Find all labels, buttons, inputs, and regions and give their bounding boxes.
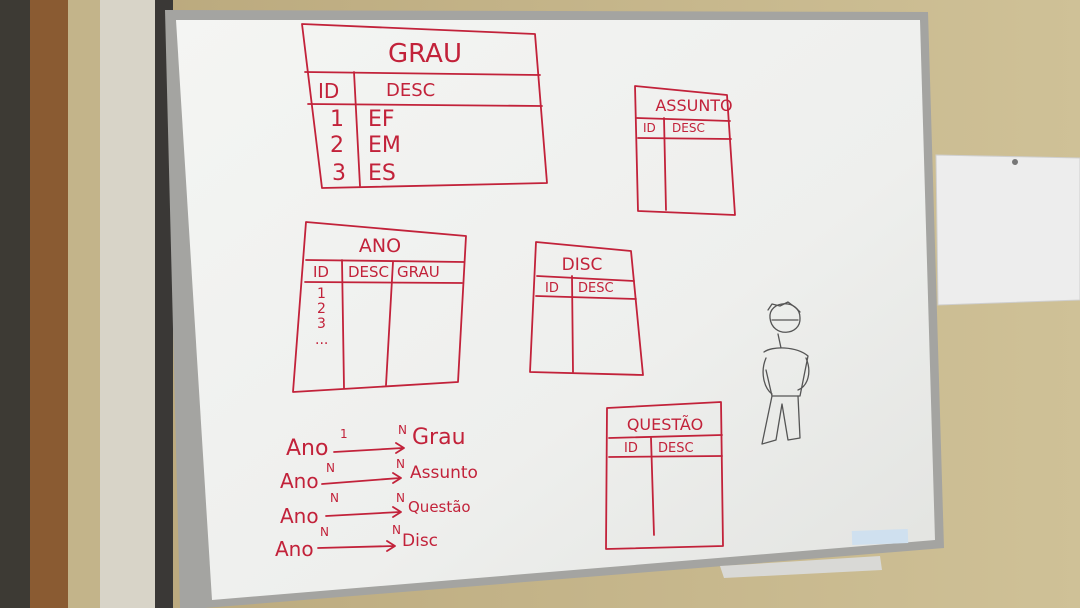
relation-3-from: Ano — [280, 504, 319, 528]
grau-row-2-desc: EM — [368, 133, 401, 158]
grau-col-desc: DESC — [386, 80, 435, 101]
table-questao: QUESTÃO ID DESC — [605, 401, 724, 550]
relation-3-to: Questão — [408, 498, 471, 516]
pillar — [100, 0, 160, 608]
ano-id-more: ... — [315, 332, 328, 348]
questao-col-id: ID — [624, 441, 638, 456]
relation-4-from-card: N — [320, 525, 329, 539]
pin — [1012, 159, 1018, 165]
relation-4-from: Ano — [275, 537, 314, 561]
person-doodle — [761, 301, 810, 445]
grau-row-1-id: 1 — [330, 107, 344, 132]
table-disc: DISC ID DESC — [529, 241, 644, 376]
grau-col-id: ID — [318, 79, 339, 103]
relation-2-to: Assunto — [410, 463, 478, 483]
relation-1-to: Grau — [412, 425, 466, 450]
table-grau: GRAU ID DESC 1 EF 2 EM 3 ES — [301, 23, 548, 189]
relation-4-arrow — [317, 540, 396, 552]
relation-4-to-card: N — [392, 523, 401, 537]
disc-col-id: ID — [545, 281, 559, 296]
door-edge — [0, 0, 30, 608]
relation-2-from-card: N — [326, 461, 335, 475]
relation-4-to: Disc — [402, 531, 438, 551]
questao-col-desc: DESC — [658, 441, 694, 456]
whiteboard-surface — [176, 20, 935, 600]
wall-strip — [68, 0, 100, 608]
ano-col-id: ID — [313, 263, 329, 281]
grau-row-2-id: 2 — [330, 133, 344, 158]
relation-1-to-card: N — [398, 423, 407, 437]
grau-row-1-desc: EF — [368, 107, 395, 132]
ano-id-2: 2 — [317, 301, 326, 317]
disc-col-desc: DESC — [578, 281, 614, 296]
ano-title: ANO — [359, 235, 401, 257]
table-ano: ANO ID DESC GRAU 1 2 3 ... — [292, 221, 467, 393]
relation-1-from: Ano — [286, 436, 328, 461]
paper-sheet — [935, 154, 1080, 306]
relations: Ano 1 N Grau Ano N N Assunto Ano N N Que… — [275, 423, 478, 561]
assunto-col-desc: DESC — [672, 121, 705, 135]
relation-3-to-card: N — [396, 491, 405, 505]
ano-col-grau: GRAU — [397, 263, 440, 281]
assunto-col-id: ID — [643, 121, 656, 135]
relation-3-arrow — [325, 506, 402, 518]
relation-1-from-card: 1 — [340, 427, 348, 441]
ano-id-1: 1 — [317, 286, 326, 302]
marker-tray — [720, 556, 882, 578]
door-frame — [30, 0, 68, 608]
relation-2-arrow — [321, 472, 402, 485]
board-label — [851, 529, 909, 545]
grau-title: GRAU — [388, 39, 462, 69]
relation-1-arrow — [333, 442, 405, 454]
disc-title: DISC — [562, 255, 603, 275]
table-assunto: ASSUNTO ID DESC — [634, 85, 736, 216]
assunto-title: ASSUNTO — [655, 96, 732, 115]
grau-row-3-desc: ES — [368, 161, 396, 186]
ano-id-3: 3 — [317, 316, 326, 332]
pillar-shadow — [155, 0, 173, 608]
questao-title: QUESTÃO — [627, 415, 703, 434]
relation-3-from-card: N — [330, 491, 339, 505]
relation-2-from: Ano — [280, 469, 319, 493]
grau-row-3-id: 3 — [332, 161, 346, 186]
ano-col-desc: DESC — [348, 263, 389, 281]
relation-2-to-card: N — [396, 457, 405, 471]
